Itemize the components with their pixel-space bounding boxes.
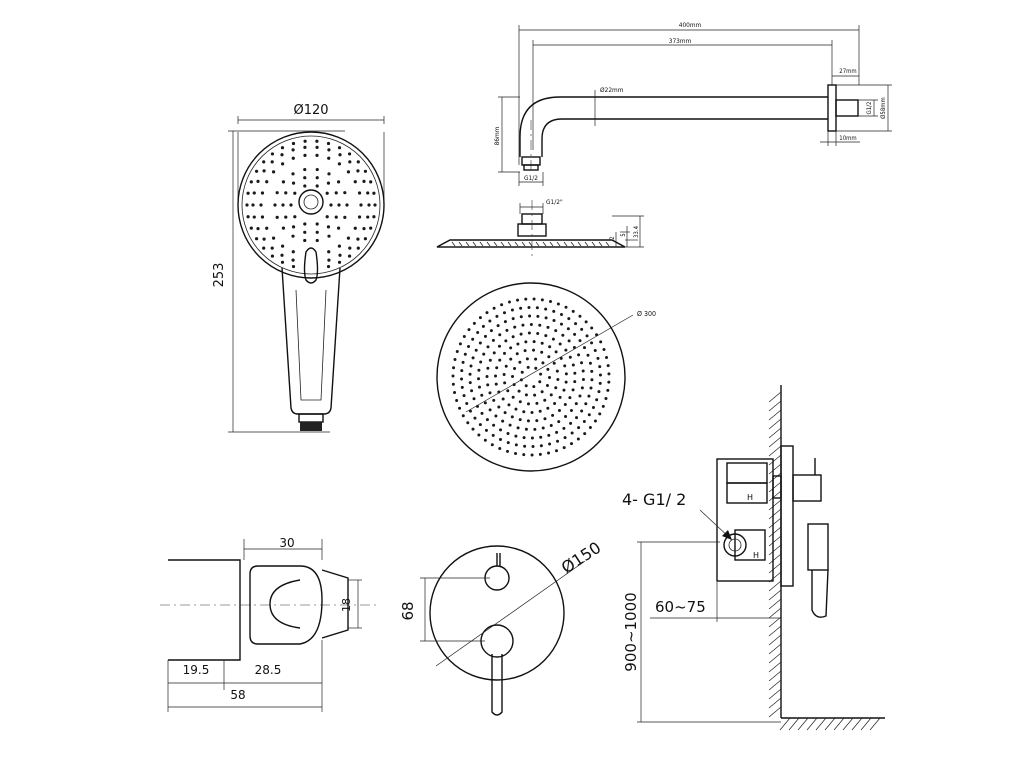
arm-length-outer: 400mm: [679, 21, 702, 29]
arm-length-inner: 373mm: [669, 37, 692, 45]
holder-seg-b: 28.5: [255, 663, 282, 677]
rain-head-nozzles: [451, 297, 611, 457]
wall-hatching: [768, 391, 881, 731]
arm-outlet-thread: G1/2: [524, 174, 538, 182]
holder-seg-a: 19.5: [183, 663, 210, 677]
holder-width-label: 30: [279, 536, 294, 550]
install-depth-label: 60~75: [655, 598, 706, 616]
hand-shower-height-label: 253: [212, 263, 227, 288]
hand-shower-drawing: Ø120 253: [212, 103, 385, 433]
mixer-diameter-label: Ø150: [558, 538, 605, 577]
holder-height-label: 18: [340, 598, 353, 612]
hand-shower-diameter-label: Ø120: [293, 103, 328, 118]
arm-pipe-diameter: Ø22mm: [600, 86, 624, 94]
mixer-offset-label: 68: [399, 601, 417, 620]
shower-holder-drawing: 30 18 19.5 28.5 58: [160, 536, 380, 712]
head-side-dim-2: 5: [620, 233, 627, 236]
arm-flange-thickness: 10mm: [839, 135, 856, 142]
head-side-dim-3: 33.4: [633, 225, 640, 238]
inlets-label: 4- G1/ 2: [622, 490, 686, 509]
head-side-dim-1: 2: [609, 236, 616, 239]
valve-marking: H: [747, 493, 753, 502]
rain-head-front-drawing: Ø 300: [436, 282, 656, 472]
arm-drop: 86mm: [493, 126, 501, 145]
hand-shower-nozzles: [245, 139, 377, 269]
arm-flange-depth: 27mm: [839, 68, 856, 75]
rain-head-side-nozzles: [451, 241, 610, 247]
install-height-label: 900~1000: [622, 592, 640, 671]
shower-arm-drawing: 400mm 373mm 27mm Ø22mm 86mm G1/2: [493, 21, 892, 186]
valve-marking-lower: H: [753, 551, 759, 560]
rain-head-side-drawing: G1/2" 2 5 33.4: [436, 198, 644, 258]
mixer-plate-drawing: 68 Ø150: [399, 538, 605, 716]
installation-drawing: H H 4- G1/ 2 900~1000 60~75: [622, 385, 885, 731]
head-side-thread: G1/2": [546, 198, 563, 206]
arm-flange-diameter: Ø58mm: [880, 97, 887, 119]
holder-total: 58: [230, 688, 245, 702]
rain-head-diameter-label: Ø 300: [637, 310, 656, 318]
arm-flange-thread: G1/2: [866, 102, 873, 115]
